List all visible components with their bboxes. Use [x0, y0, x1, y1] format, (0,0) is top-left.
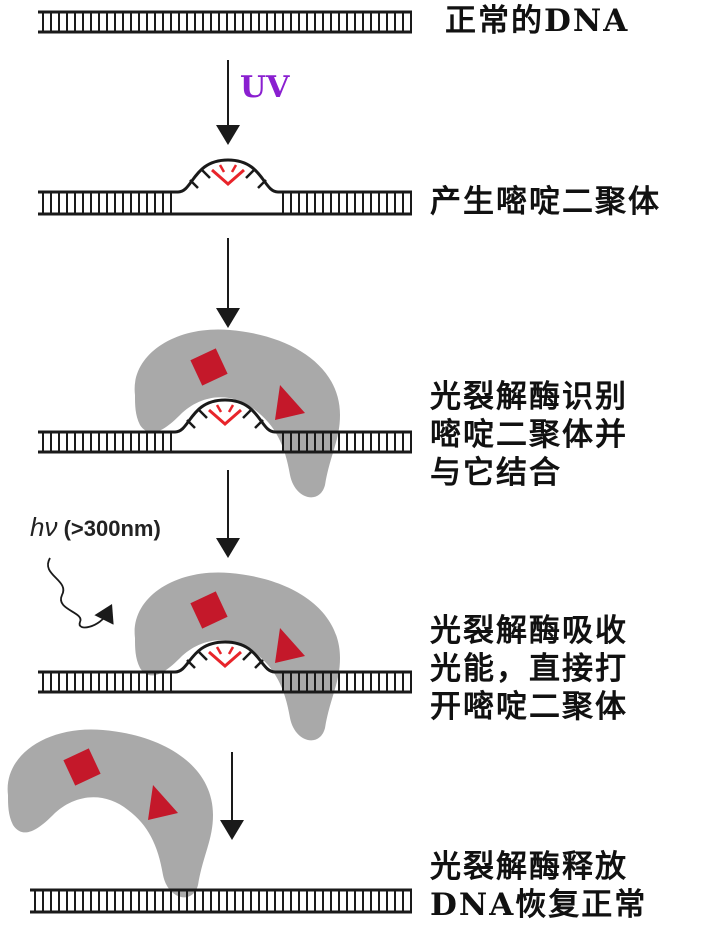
step-4-line-3: 开嘧啶二聚体 [430, 689, 628, 725]
photolyase-enzyme-absorbing [134, 572, 340, 741]
light-energy-label: hν (>300nm) [30, 512, 161, 543]
step-3-line-1: 光裂解酶识别 [430, 379, 628, 415]
step-2-label: 产生嘧啶二聚体 [430, 183, 661, 221]
step-1-line: 正常的DNA [445, 3, 630, 39]
photolyase-enzyme-released [7, 729, 214, 898]
step-5-line-2: DNA恢复正常 [430, 887, 648, 923]
step-4-label: 光裂解酶吸收 光能，直接打 开嘧啶二聚体 [430, 612, 628, 726]
step-5-line-1: 光裂解酶释放 [430, 849, 628, 885]
pyrimidine-dimer [208, 408, 242, 426]
photolyase-enzyme-bound [134, 329, 340, 498]
light-symbol: hν [30, 512, 58, 542]
enzyme-square-site [190, 348, 228, 386]
enzyme-square-site [63, 748, 101, 786]
dna-repaired [30, 888, 412, 914]
pyrimidine-dimer [208, 650, 242, 668]
step-4-line-2: 光能，直接打 [430, 651, 628, 687]
enzyme-triangle-site [275, 385, 305, 420]
step-3-label: 光裂解酶识别 嘧啶二聚体并 与它结合 [430, 378, 628, 492]
enzyme-triangle-site [148, 785, 178, 820]
light-wave-arrow [47, 557, 114, 629]
dna-absorbing [38, 640, 412, 694]
enzyme-square-site [190, 591, 228, 629]
dna-normal [38, 10, 412, 34]
uv-label: UV [240, 70, 290, 105]
pyrimidine-dimer [211, 168, 245, 186]
step-3-line-3: 与它结合 [430, 455, 562, 491]
step-5-label: 光裂解酶释放 DNA恢复正常 [430, 848, 647, 924]
step-1-label: 正常的DNA [445, 2, 629, 40]
light-wavelength: (>300nm) [63, 516, 161, 541]
enzyme-triangle-site [275, 628, 305, 663]
step-4-line-1: 光裂解酶吸收 [430, 613, 628, 649]
step-2-line: 产生嘧啶二聚体 [430, 184, 661, 220]
dna-with-dimer [38, 158, 412, 216]
dna-bound [38, 398, 412, 454]
step-3-line-2: 嘧啶二聚体并 [430, 417, 628, 453]
